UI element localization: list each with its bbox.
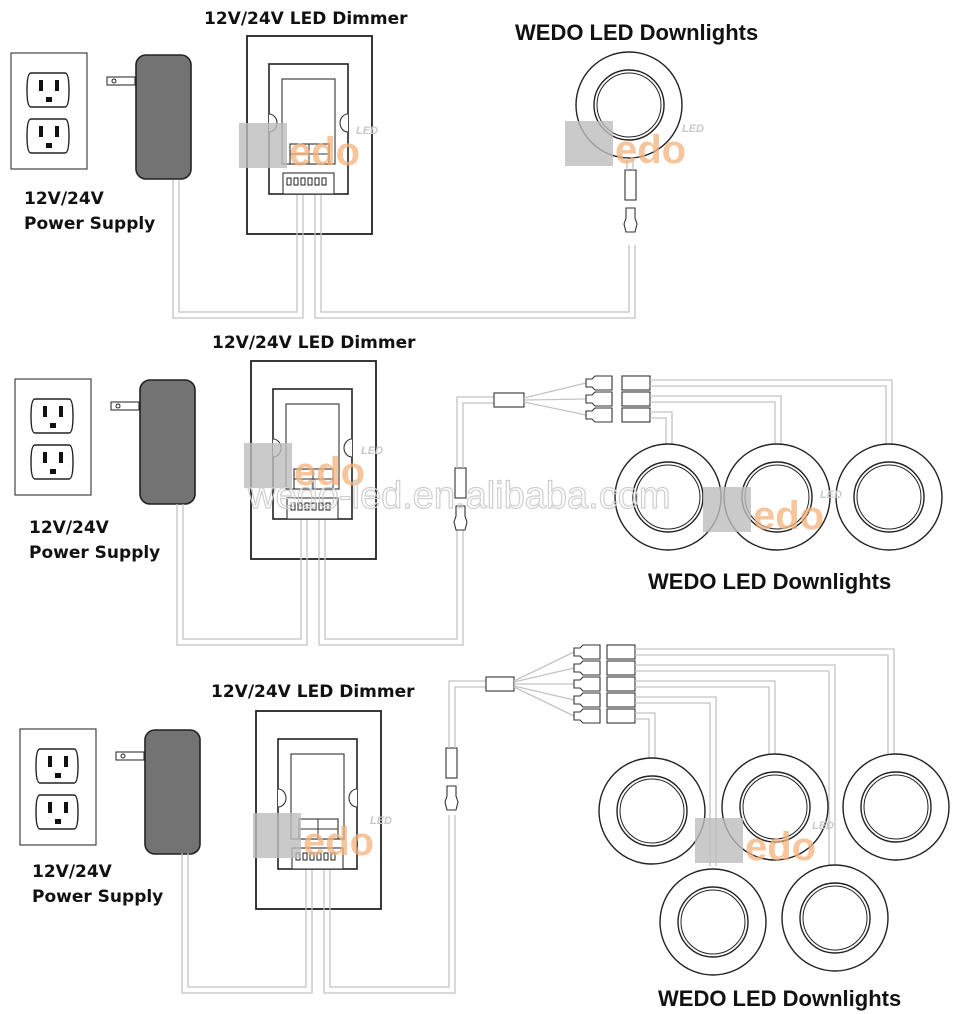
splitter-3way [523, 375, 651, 423]
panel-single-downlight: 12V/24V Power Supply 12V/24V LED Dimmer … [10, 9, 758, 319]
dimmer-label: 12V/24V LED Dimmer [204, 9, 408, 29]
downlight-icon [659, 868, 767, 976]
watermark: edo LED edo LED edo LED edo LED edo LED … [239, 121, 842, 869]
power-supply-label-line1: 12V/24V [24, 189, 105, 209]
wedo-logo-watermark: edo LED [695, 818, 834, 869]
wire-dimmer-to-light [314, 195, 636, 319]
downlight-icon [835, 443, 943, 551]
svg-text:LED: LED [820, 489, 842, 501]
wall-outlet-icon [14, 378, 92, 496]
wall-outlet-icon [19, 728, 97, 846]
svg-text:edo: edo [753, 494, 824, 538]
connector-icon [444, 747, 459, 811]
power-supply-label-line2: Power Supply [24, 214, 155, 234]
power-supply-label-line2: Power Supply [29, 543, 160, 563]
svg-text:LED: LED [812, 820, 834, 832]
svg-text:edo: edo [294, 450, 365, 494]
power-supply-label-line2: Power Supply [32, 887, 163, 907]
dimmer-icon [255, 710, 382, 910]
downlight-icon [842, 753, 950, 861]
wall-outlet-icon [10, 52, 88, 170]
splitter-hub [485, 676, 515, 692]
wedo-logo-watermark: edo LED [703, 487, 842, 538]
downlights-label: WEDO LED Downlights [648, 569, 891, 594]
svg-text:LED: LED [682, 123, 704, 135]
dimmer-label: 12V/24V LED Dimmer [211, 682, 415, 702]
svg-text:LED: LED [356, 125, 378, 137]
svg-text:edo: edo [303, 820, 374, 864]
panel-five-downlights: 12V/24V Power Supply 12V/24V LED Dimmer … [19, 644, 950, 1011]
power-adapter-icon [106, 54, 192, 180]
wedo-logo-watermark: edo LED [253, 813, 392, 864]
wedo-logo-watermark: edo LED [239, 123, 378, 174]
downlight-icon [598, 757, 706, 865]
splitter-5way [513, 644, 636, 724]
wedo-logo-watermark: edo LED [244, 443, 383, 494]
wedo-logo-watermark: edo LED [565, 121, 704, 172]
power-supply-label-line1: 12V/24V [32, 862, 113, 882]
svg-text:edo: edo [289, 130, 360, 174]
svg-text:LED: LED [361, 445, 383, 457]
power-adapter-icon [110, 379, 196, 505]
power-adapter-icon [115, 729, 201, 855]
wire-psu-to-dimmer [172, 180, 304, 319]
panel-three-downlights: 12V/24V Power Supply 12V/24V LED Dimmer … [14, 333, 943, 646]
dimmer-label: 12V/24V LED Dimmer [212, 333, 416, 353]
downlights-label: WEDO LED Downlights [515, 20, 758, 45]
connector-icon [623, 169, 638, 233]
downlight-icon [781, 864, 889, 972]
downlights-label: WEDO LED Downlights [658, 986, 901, 1011]
splitter-hub [493, 392, 525, 408]
svg-text:edo: edo [615, 128, 686, 172]
svg-text:LED: LED [370, 815, 392, 827]
power-supply-label-line1: 12V/24V [29, 518, 110, 538]
watermark-url: wedo-led.en.alibaba.com [247, 475, 671, 517]
svg-text:edo: edo [745, 825, 816, 869]
